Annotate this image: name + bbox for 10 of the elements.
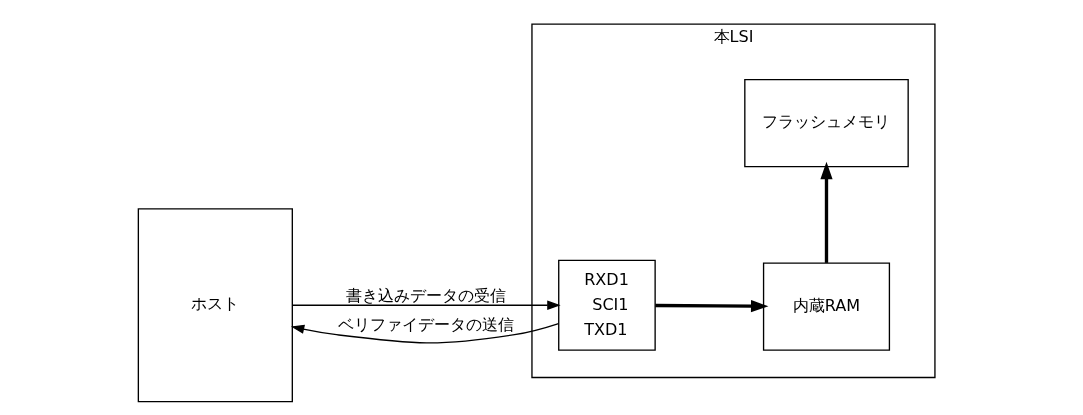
edge-label: ベリファイデータの送信 <box>337 315 514 335</box>
node-box: ホスト <box>137 208 293 403</box>
arrow <box>290 322 559 344</box>
edge-label: 書き込みデータの受信 <box>345 285 506 305</box>
arrow <box>654 300 768 313</box>
arrow <box>819 161 833 263</box>
node-box: 内蔵RAM <box>762 262 890 351</box>
node-box: RXD1 SCI1 TXD1 <box>557 259 656 351</box>
node-box: フラッシュメモリ <box>743 79 909 168</box>
arrow <box>291 300 561 310</box>
